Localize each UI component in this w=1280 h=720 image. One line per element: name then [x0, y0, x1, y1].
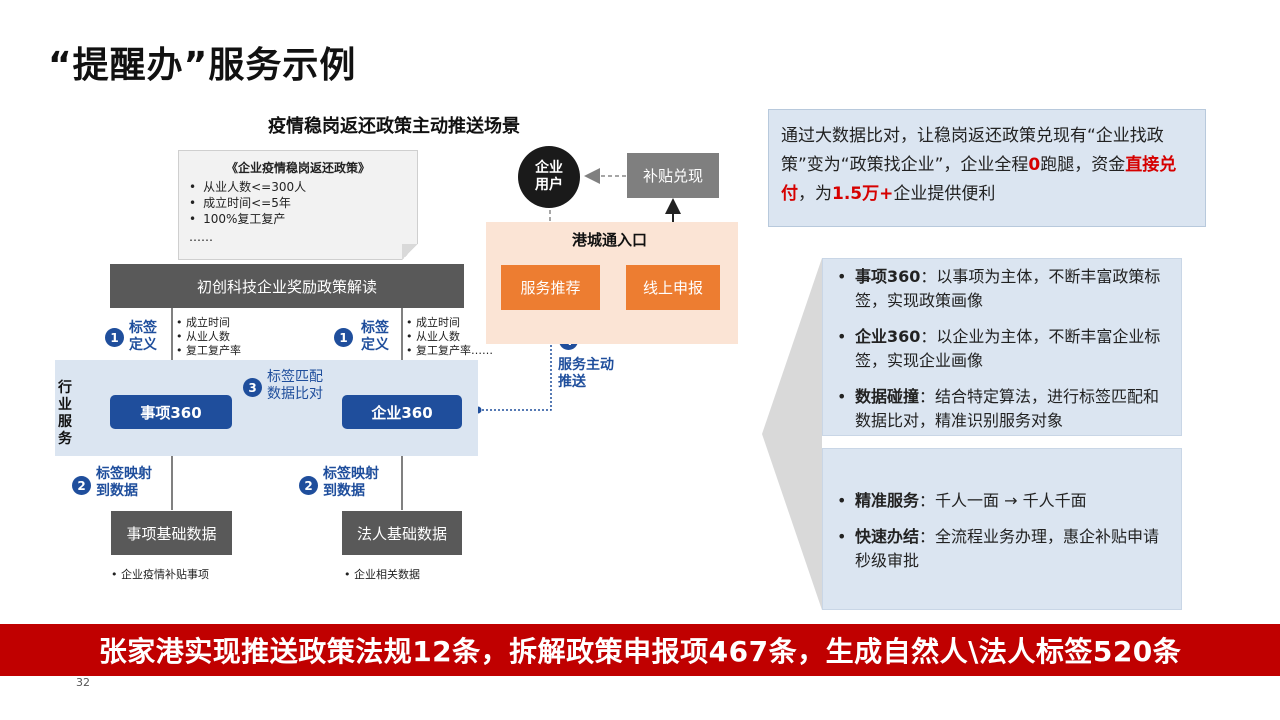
summary-text: 通过大数据比对，让稳岗返还政策兑现有“企业找政策”变为“政策找企业”，企业全程: [781, 126, 1164, 175]
step-2-badge: 2: [72, 476, 91, 495]
feature-item: •快速办结：全流程业务办理，惠企补贴申请秒级审批: [837, 527, 1160, 570]
step-4-label-line: 推送: [558, 374, 586, 390]
summary-highlight: 0: [1028, 155, 1041, 175]
entry-title: 港城通入口: [572, 231, 648, 249]
feature-item: •精准服务：千人一面 → 千人千面: [837, 491, 1087, 510]
step-2-badge: 2: [299, 476, 318, 495]
summary-highlight: 1.5万+: [832, 184, 894, 204]
legal-data-note: • 企业相关数据: [344, 568, 420, 581]
user-label-line: 企业: [535, 160, 563, 176]
tag-item: • 从业人数: [176, 330, 230, 343]
page-title: “提醒办”服务示例: [48, 45, 357, 86]
policy-document-title: 《企业疫情稳岗返还政策》: [225, 161, 370, 175]
step-3-badge: 3: [243, 378, 262, 397]
step-1-badge: 1: [334, 328, 353, 347]
step-1-label-line: 定义: [361, 337, 389, 353]
summary-text: ，为: [798, 184, 832, 204]
step-1-label-line: 定义: [129, 337, 157, 353]
step-1-badge: 1: [105, 328, 124, 347]
scene-title: 疫情稳岗返还政策主动推送场景: [268, 116, 520, 137]
callout-wedge: [762, 258, 822, 610]
subsidy-box: 补贴兑现: [627, 153, 719, 198]
online-apply-box: 线上申报: [626, 265, 720, 310]
enterprise-360-box: 企业360: [342, 395, 462, 429]
page-fold-icon: [402, 244, 418, 260]
bottom-banner: 张家港实现推送政策法规12条，拆解政策申报项467条，生成自然人\法人标签520…: [0, 624, 1280, 676]
arrow-push: [482, 315, 557, 411]
step-3-label-line: 数据比对: [267, 386, 323, 402]
step-2-label-line: 标签映射: [323, 466, 379, 482]
matter-360-box: 事项360: [110, 395, 232, 429]
enterprise-user-circle: 企业 用户: [518, 146, 580, 208]
step-2-label-line: 到数据: [96, 483, 138, 499]
service-recommend-box: 服务推荐: [501, 265, 600, 310]
industry-service-label: 行业服务: [58, 380, 72, 447]
policy-item: 成立时间<=5年: [189, 195, 407, 211]
feature-box-2: •精准服务：千人一面 → 千人千面 •快速办结：全流程业务办理，惠企补贴申请秒级…: [822, 448, 1182, 610]
policy-document: 《企业疫情稳岗返还政策》 从业人数<=300人 成立时间<=5年 100%复工复…: [178, 150, 418, 260]
step-1-label-line: 标签: [129, 320, 157, 336]
tag-item: • 从业人数: [406, 330, 460, 343]
feature-item: •企业360：以企业为主体，不断丰富企业标签，实现企业画像: [837, 327, 1161, 370]
matter-data-note: • 企业疫情补贴事项: [111, 568, 209, 581]
policy-item: 100%复工复产: [189, 211, 407, 227]
legal-base-data-box: 法人基础数据: [342, 511, 462, 555]
tag-item: • 成立时间: [406, 316, 460, 329]
step-4-label-line: 服务主动: [558, 357, 614, 373]
policy-banner: 初创科技企业奖励政策解读: [110, 264, 464, 308]
user-label-line: 用户: [535, 177, 563, 193]
tag-item: • 复工复产率: [176, 344, 241, 357]
step-1-label: 标签 定义: [129, 320, 157, 354]
summary-text: 跑腿，资金: [1040, 155, 1126, 175]
summary-box: 通过大数据比对，让稳岗返还政策兑现有“企业找政策”变为“政策找企业”，企业全程0…: [768, 109, 1206, 227]
step-3-label: 标签匹配 数据比对: [267, 369, 323, 403]
feature-item: •数据碰撞：结合特定算法，进行标签匹配和数据比对，精准识别服务对象: [837, 387, 1160, 430]
step-3-label-line: 标签匹配: [267, 369, 323, 385]
step-2-label-line: 到数据: [323, 483, 365, 499]
step-2-label: 标签映射 到数据: [323, 466, 379, 500]
policy-item: 从业人数<=300人: [189, 179, 407, 195]
matter-base-data-box: 事项基础数据: [111, 511, 232, 555]
right-tag-list: • 成立时间 • 从业人数 • 复工复产率……: [406, 316, 493, 358]
page-number: 32: [76, 676, 90, 689]
step-2-label: 标签映射 到数据: [96, 466, 152, 500]
tag-item: • 复工复产率……: [406, 344, 493, 357]
step-4-label: 服务主动 推送: [558, 357, 614, 391]
feature-box-1: •事项360：以事项为主体，不断丰富政策标签，实现政策画像 •企业360：以企业…: [822, 258, 1182, 436]
feature-item: •事项360：以事项为主体，不断丰富政策标签，实现政策画像: [837, 267, 1161, 310]
step-2-label-line: 标签映射: [96, 466, 152, 482]
summary-text: 企业提供便利: [893, 184, 996, 204]
step-1-label-line: 标签: [361, 320, 389, 336]
step-1-label: 标签 定义: [361, 320, 389, 354]
tag-item: • 成立时间: [176, 316, 230, 329]
policy-more: ……: [189, 230, 213, 244]
summary-highlight: 直接兑付: [781, 155, 1177, 204]
